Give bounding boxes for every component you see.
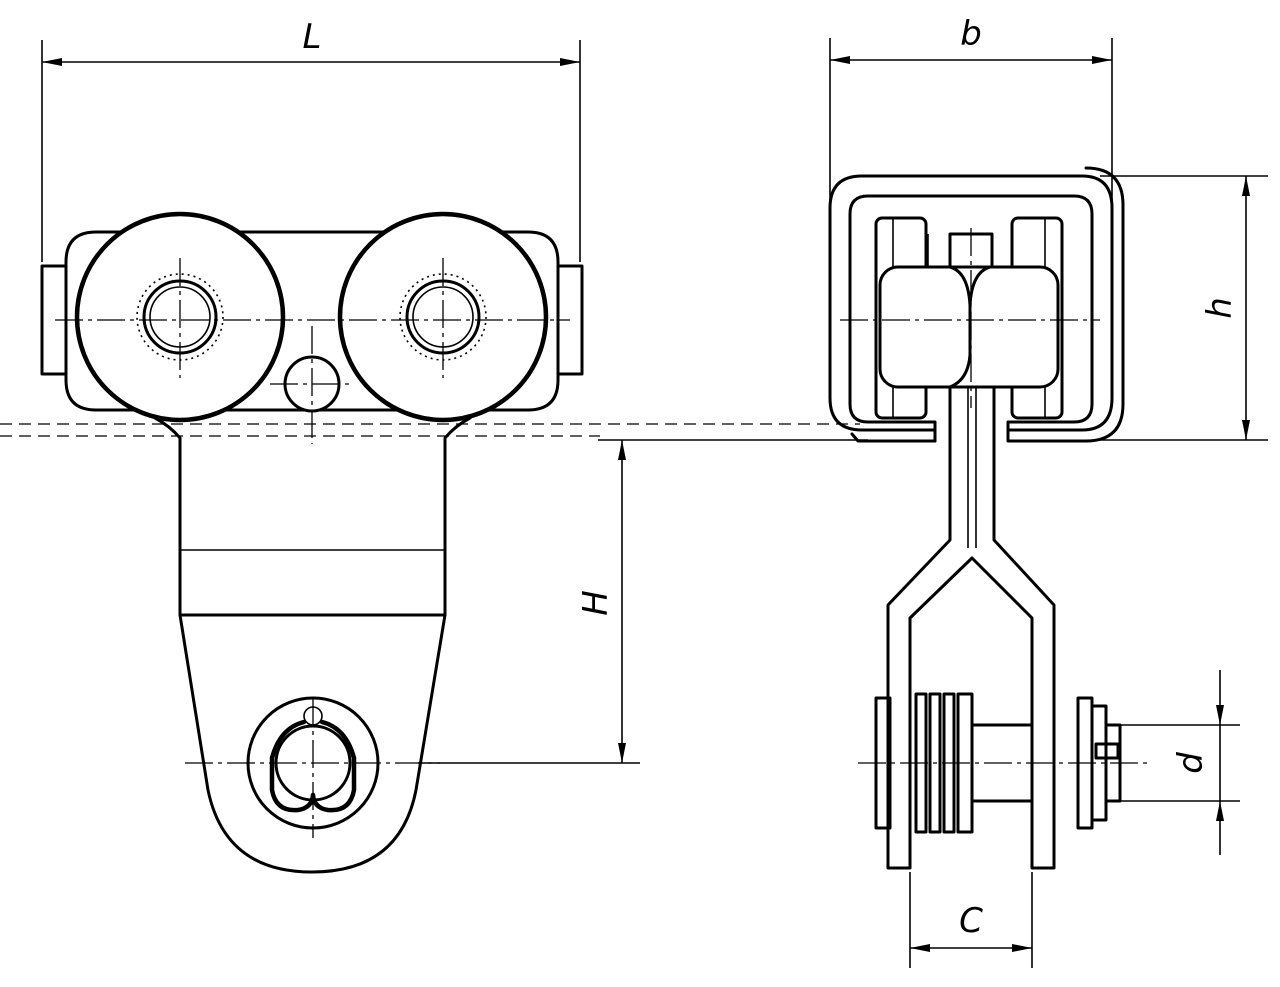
dimension-label-H: H — [576, 590, 616, 616]
dimension-label-h: h — [1200, 297, 1240, 319]
hanger-neck — [153, 416, 472, 617]
rail-lip-left — [850, 432, 937, 443]
rail-outer-profile — [828, 166, 1125, 443]
front-view: L — [0, 17, 868, 874]
hanger-fork — [886, 385, 1056, 870]
axle-divider-left — [948, 265, 972, 389]
pin-washer — [928, 692, 942, 834]
trolley-body-plate — [64, 230, 560, 412]
dimension-label-b: b — [960, 14, 982, 54]
side-view: b — [828, 14, 1268, 968]
dimension-label-L: L — [303, 17, 322, 57]
hanger-lower-plate — [178, 613, 447, 874]
dimension-label-d: d — [1171, 752, 1211, 774]
rail-inner-profile — [848, 194, 1094, 432]
dimension-label-C: C — [959, 901, 983, 941]
cotter-pin-side — [1094, 742, 1120, 760]
